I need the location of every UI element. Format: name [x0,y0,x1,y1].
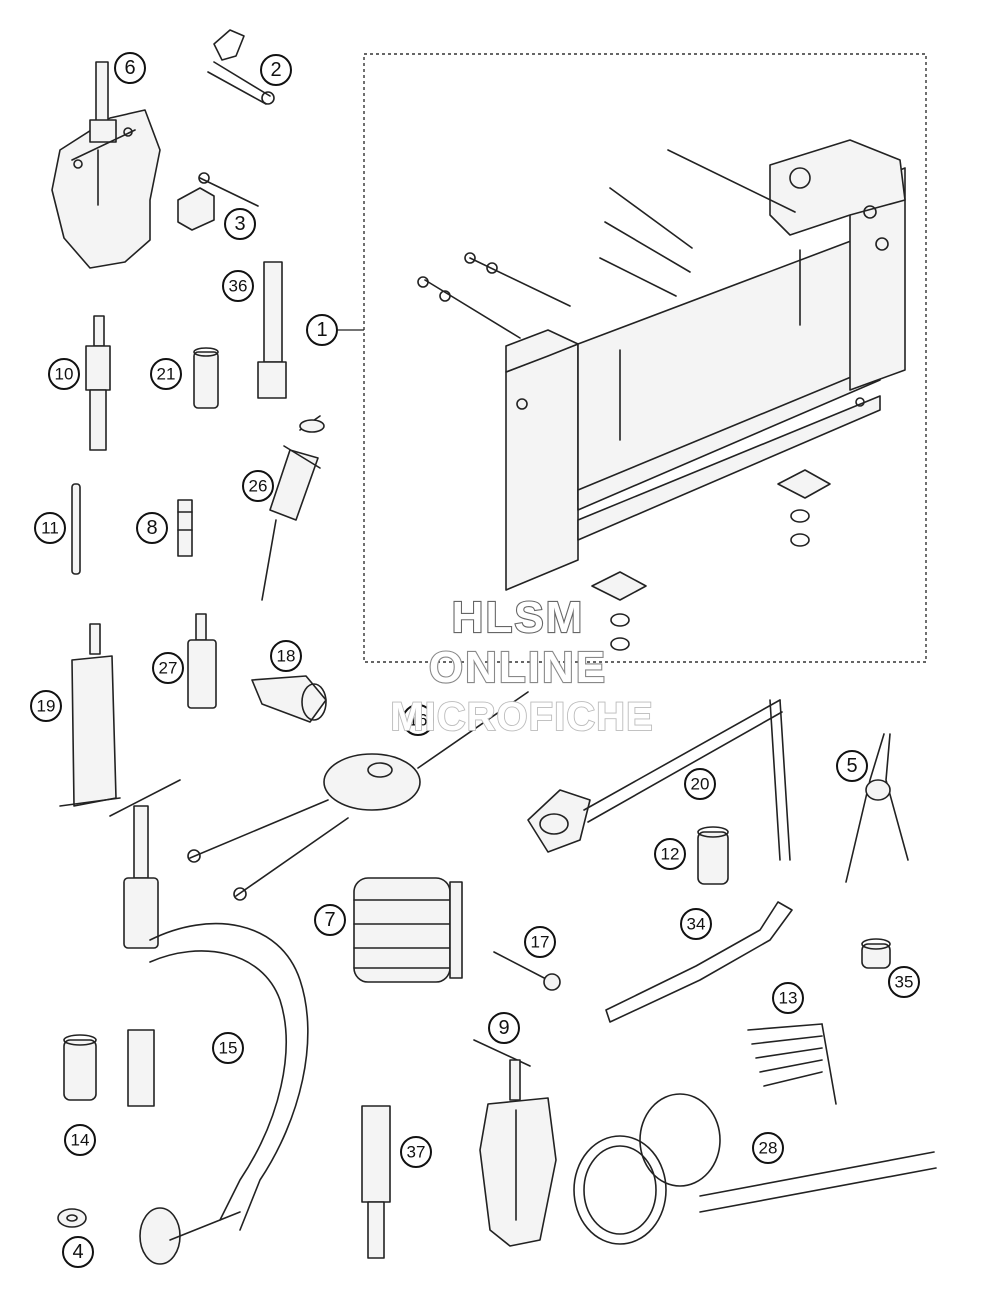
callout-label: 1 [316,319,327,341]
callout-36: 36 [222,270,254,302]
callout-label: 35 [895,973,914,992]
callout-3: 3 [224,208,256,240]
callout-7: 7 [314,904,346,936]
small-socket-drawing [861,938,891,969]
callout-label: 5 [846,755,857,777]
watermark: HLSM ONLINE MICROFICHE [389,592,653,740]
callout-11: 11 [34,512,66,544]
callout-label: 9 [498,1017,509,1039]
washer-drawing [57,1208,87,1228]
watermark-line-1: HLSM [452,593,585,642]
callout-10: 10 [48,358,80,390]
callout-label: 2 [270,59,281,81]
grease-gun-drawing [261,415,325,601]
callout-label: 18 [277,647,296,666]
callout-21: 21 [150,358,182,390]
callout-8: 8 [136,512,168,544]
slide-hammer-drawing [85,315,111,451]
circlip-pliers-drawing [845,733,909,883]
callout-16: 16 [402,704,434,736]
callout-20: 20 [684,768,716,800]
callout-14: 14 [64,1124,96,1156]
holding-wrench-drawing [187,691,529,901]
sealant-tube-drawing [59,623,121,807]
filter-wrench-drawing [573,1093,937,1245]
socket-drawing [251,675,327,723]
callout-label: 8 [146,517,157,539]
callout-label: 14 [71,1131,90,1150]
callout-label: 28 [759,1139,778,1158]
callout-34: 34 [680,908,712,940]
callout-label: 34 [687,915,706,934]
valve-spring-compressor-drawing [109,779,309,1265]
watermark-line-3: MICROFICHE [390,695,653,739]
engine-stand-frame [363,53,927,663]
hook-tool-drawing [207,29,275,105]
callout-5: 5 [836,750,868,782]
ring-compressor-drawing [353,877,463,983]
thread-locker-bottle-drawing [187,613,217,709]
small-adapter-drawing [177,499,193,557]
callout-label: 10 [55,365,74,384]
callout-19: 19 [30,690,62,722]
punch-drawing [361,1105,391,1259]
screw-drawing [493,951,561,991]
callout-label: 21 [157,365,176,384]
callout-label: 37 [407,1143,426,1162]
callout-26: 26 [242,470,274,502]
callout-label: 7 [324,909,335,931]
bushing-drawing [63,1034,97,1101]
chain-wrench-drawing [527,699,791,861]
gear-puller-drawing [473,1039,557,1247]
callout-27: 27 [152,652,184,684]
rod-tool-drawing [257,261,287,399]
callout-label: 12 [661,845,680,864]
lever-drawing [605,901,793,1023]
watermark-line-2: ONLINE [429,643,607,692]
engine-stand-drawing [417,139,906,651]
callout-label: 27 [159,659,178,678]
callout-label: 4 [72,1241,83,1263]
callout-12: 12 [654,838,686,870]
sleeve-drawing [193,347,219,409]
callout-label: 20 [691,775,710,794]
clamp-bracket-drawing [177,172,259,231]
callout-18: 18 [270,640,302,672]
pin-drawing [71,483,81,575]
callout-label: 26 [249,477,268,496]
callout-label: 15 [219,1039,238,1058]
callout-2: 2 [260,54,292,86]
callout-label: 13 [779,989,798,1008]
callout-28: 28 [752,1132,784,1164]
callout-label: 17 [531,933,550,952]
callout-37: 37 [400,1136,432,1168]
callout-9: 9 [488,1012,520,1044]
callout-35: 35 [888,966,920,998]
callout-13: 13 [772,982,804,1014]
callout-6: 6 [114,52,146,84]
callout-label: 36 [229,277,248,296]
callout-label: 6 [124,57,135,79]
callout-4: 4 [62,1236,94,1268]
callout-label: 16 [409,711,428,730]
bearing-puller-drawing [51,61,161,269]
callout-label: 19 [37,697,56,716]
callout-15: 15 [212,1032,244,1064]
hex-key-set-drawing [747,1023,837,1105]
short-sleeve-drawing [697,826,729,885]
callout-label: 3 [234,213,245,235]
callout-1: 1 [306,314,338,346]
callout-label: 11 [41,519,59,538]
callout-17: 17 [524,926,556,958]
